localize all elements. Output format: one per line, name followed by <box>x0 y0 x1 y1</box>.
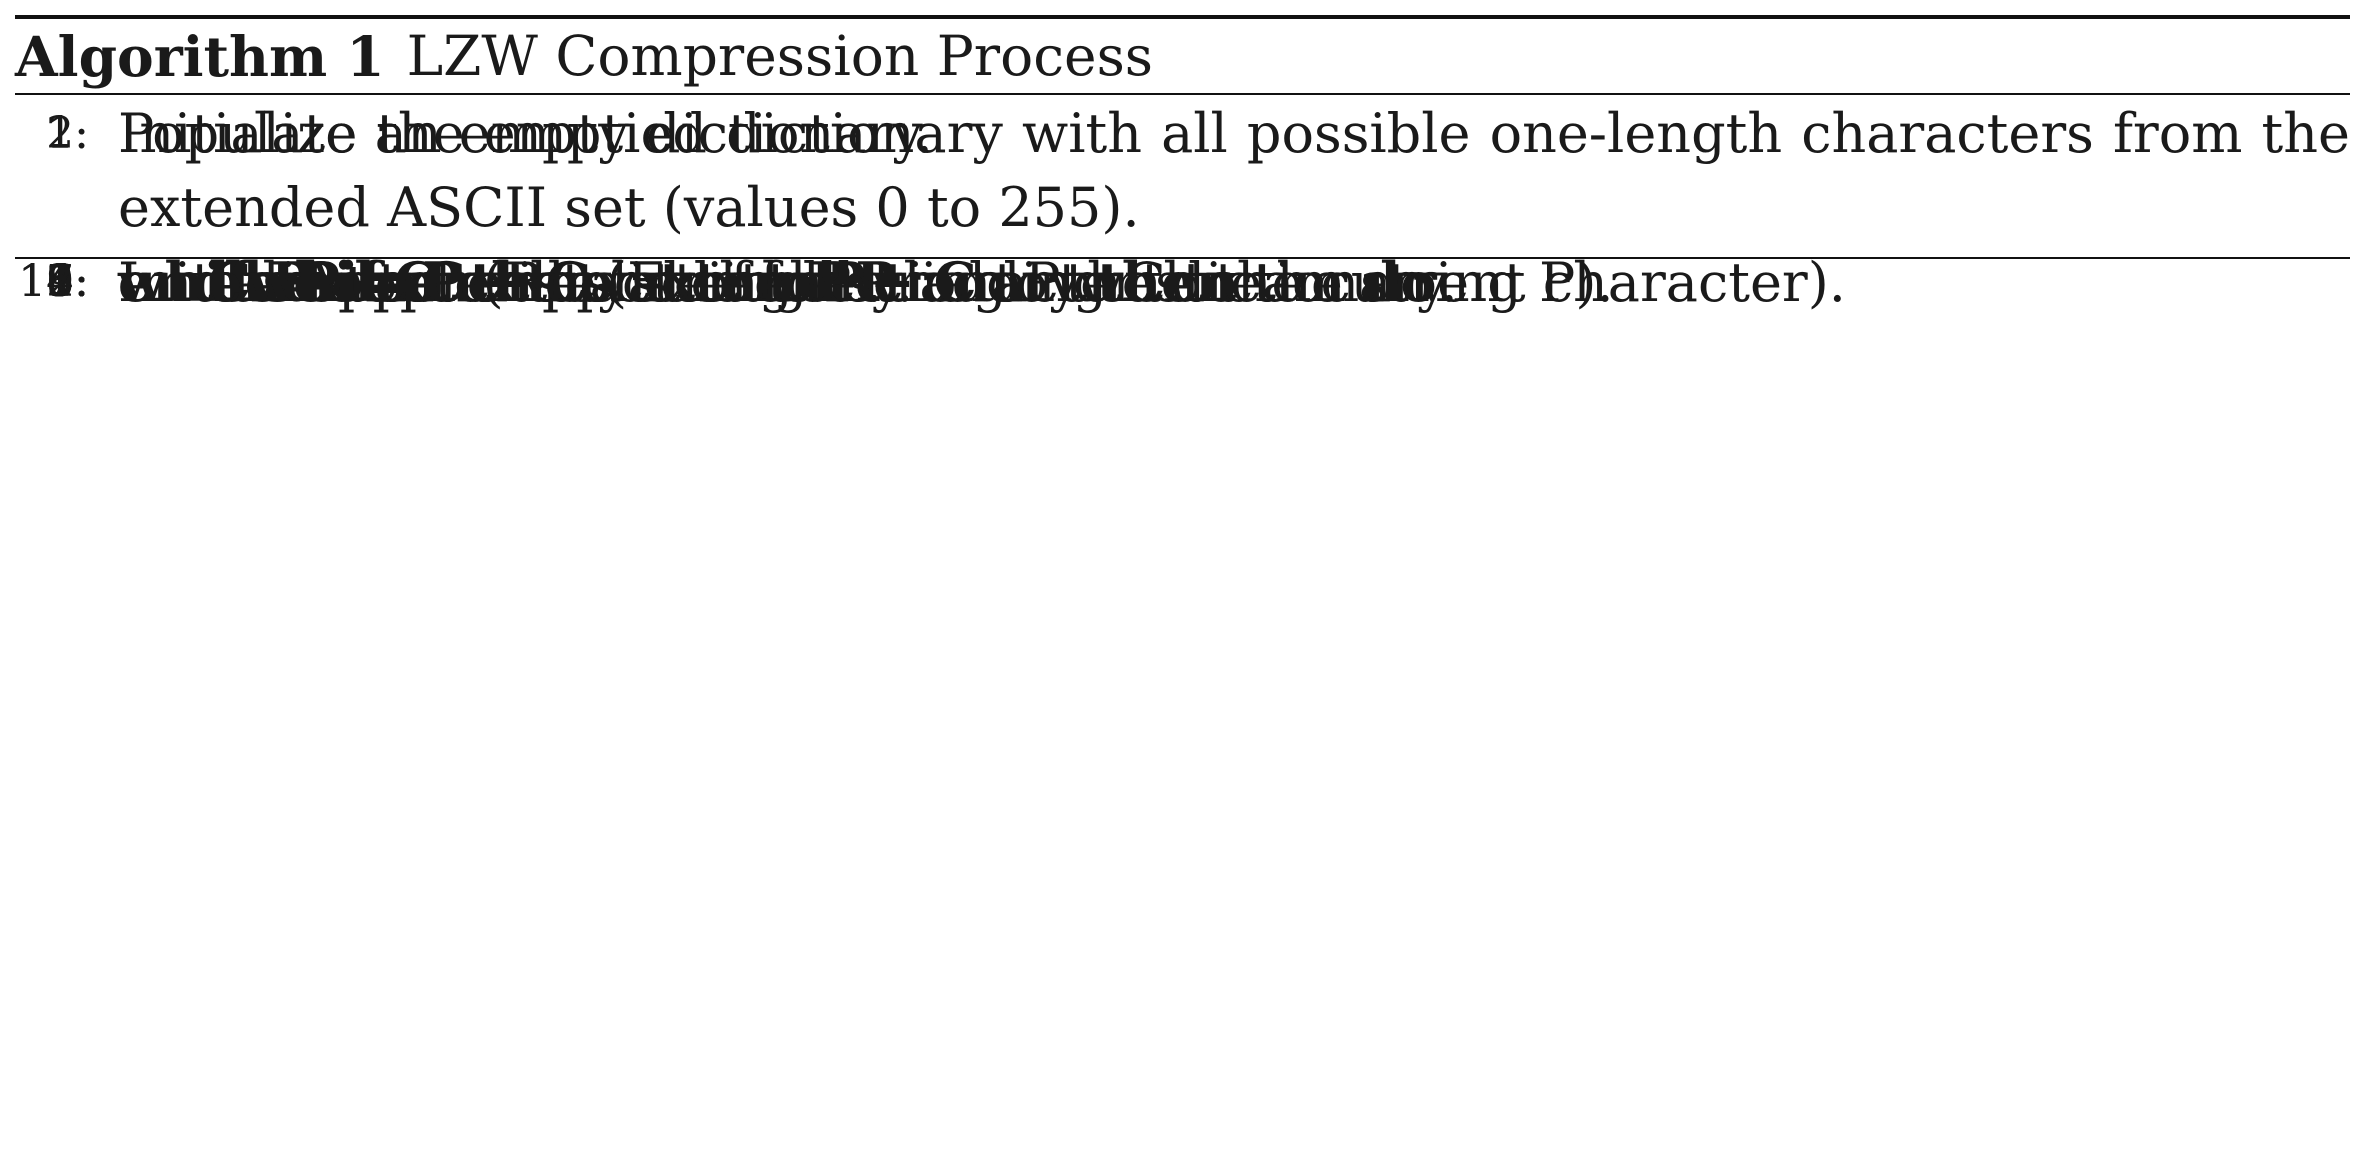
line-number: 1: <box>46 108 89 159</box>
caption-rule <box>15 93 2350 95</box>
keyword-do: do <box>1362 250 1437 314</box>
line-text: while not at the end of the character st… <box>118 245 1436 320</box>
line-number: 12: <box>18 256 89 307</box>
top-rule <box>15 15 2350 19</box>
line-content: Initialize an empty dictionary. <box>118 102 933 165</box>
line-suffix: (Replace the string P with the current c… <box>465 251 1846 314</box>
line-text: else <box>208 245 328 320</box>
line-number: 3: <box>46 256 89 307</box>
algorithm-body: 1: Initialize an empty dictionary. 2: Po… <box>15 95 2350 314</box>
line-number: 8: <box>46 256 89 307</box>
line-number: 7: <box>46 256 89 307</box>
variable-c: C <box>208 250 251 314</box>
expression-p-plus-c: P + C <box>810 250 977 314</box>
expression-p-plus-c: P + C <box>251 250 437 314</box>
line-number: 5: <box>46 256 89 307</box>
assignment-expression: P = P + C <box>299 250 589 314</box>
line-text: Initialize an empty dictionary. <box>118 97 933 171</box>
keyword-if: if <box>208 250 252 314</box>
line-suffix: . <box>865 251 883 314</box>
line-number: 2: <box>46 108 89 159</box>
line-text: Append the string P + C to the dictionar… <box>299 245 1458 320</box>
line-prefix: Append the string <box>299 251 811 314</box>
keyword-end-if: end if <box>208 250 382 314</box>
line-text: if P + C exists in the dictionary then <box>208 245 1235 320</box>
variable-p: P <box>824 250 866 314</box>
line-middle: exists in the dictionary <box>436 251 1097 314</box>
line-text: P = P + C (Extend by adding C to the str… <box>299 245 1614 320</box>
line-prefix: Initialize an empty string <box>118 251 825 314</box>
keyword-else: else <box>208 250 328 314</box>
line-text: end while <box>118 245 409 320</box>
line-number: 10: <box>18 256 89 307</box>
line-suffix: = next character. <box>250 251 743 314</box>
line-text: end if <box>208 245 382 320</box>
keyword-while: while <box>118 250 280 314</box>
algorithm-line: 2: Populate the emptied dictionary with … <box>15 97 2350 245</box>
line-suffix: . <box>896 251 914 314</box>
bottom-rule <box>15 257 2350 259</box>
line-text: C = next character. <box>208 245 743 320</box>
line-text: Initialize an empty string P. <box>118 245 883 320</box>
line-text: Output the code for P. <box>299 245 913 320</box>
line-number: 13: <box>18 256 89 307</box>
line-middle: not at the end of the character stream <box>279 251 1363 314</box>
variable-p: P <box>855 250 897 314</box>
keyword-then: then <box>1096 250 1235 314</box>
algorithm-label: Algorithm 1 <box>15 23 385 89</box>
line-text: P = C (Replace the string P with the cur… <box>299 245 1846 320</box>
algorithm-box: Algorithm 1 LZW Compression Process 1: I… <box>15 15 2350 314</box>
assignment-expression: P = C <box>299 250 466 314</box>
line-prefix: Output the code for <box>299 251 856 314</box>
line-number: 9: <box>46 256 89 307</box>
keyword-end-while: end while <box>118 250 410 314</box>
line-text: Populate the emptied dictionary with all… <box>118 102 2350 239</box>
algorithm-caption: Algorithm 1 LZW Compression Process <box>15 19 2350 93</box>
line-number: 6: <box>46 256 89 307</box>
line-suffix: (Extend by adding C to the string P). <box>588 251 1614 314</box>
line-suffix: to the dictionary. <box>976 251 1458 314</box>
line-number: 4: <box>46 256 89 307</box>
line-number: 11: <box>18 256 89 307</box>
algorithm-title: LZW Compression Process <box>406 23 1154 88</box>
